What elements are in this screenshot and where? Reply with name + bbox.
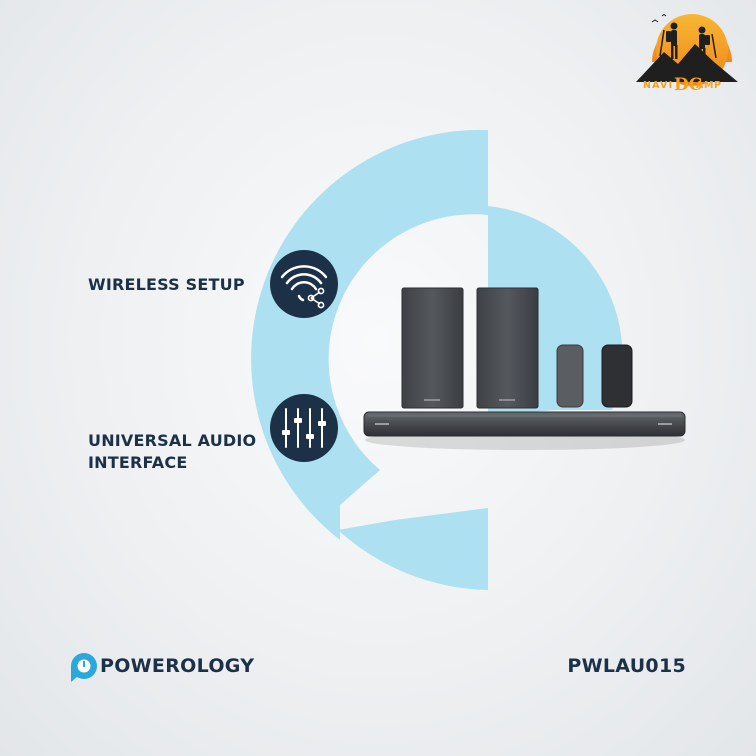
brand-name: POWEROLOGY	[100, 655, 255, 677]
watermark-text-dc: DC	[674, 75, 703, 95]
model-number: PWLAU015	[567, 655, 686, 677]
subwoofer-left	[401, 287, 464, 409]
satellite-speaker-left	[556, 344, 584, 408]
universal-audio-label-line1: UNIVERSAL AUDIO	[88, 431, 257, 450]
hikers-mountain-sunset-logo	[636, 13, 738, 86]
speaker-system-image	[363, 287, 686, 450]
universal-audio-icon	[270, 394, 338, 462]
universal-audio-label-line2: INTERFACE	[88, 453, 188, 472]
wireless-setup-label: WIRELESS SETUP	[88, 275, 245, 294]
universal-audio-interface-label: UNIVERSAL AUDIO INTERFACE	[88, 430, 256, 474]
satellite-speaker-right	[601, 344, 633, 408]
soundbar	[363, 411, 686, 437]
powerology-logo-icon	[71, 653, 97, 682]
subwoofer-right	[476, 287, 539, 409]
wireless-setup-icon	[270, 250, 338, 318]
watermark-text-amp: AMP	[696, 80, 722, 91]
watermark-text-navi: NAVI	[643, 80, 674, 91]
